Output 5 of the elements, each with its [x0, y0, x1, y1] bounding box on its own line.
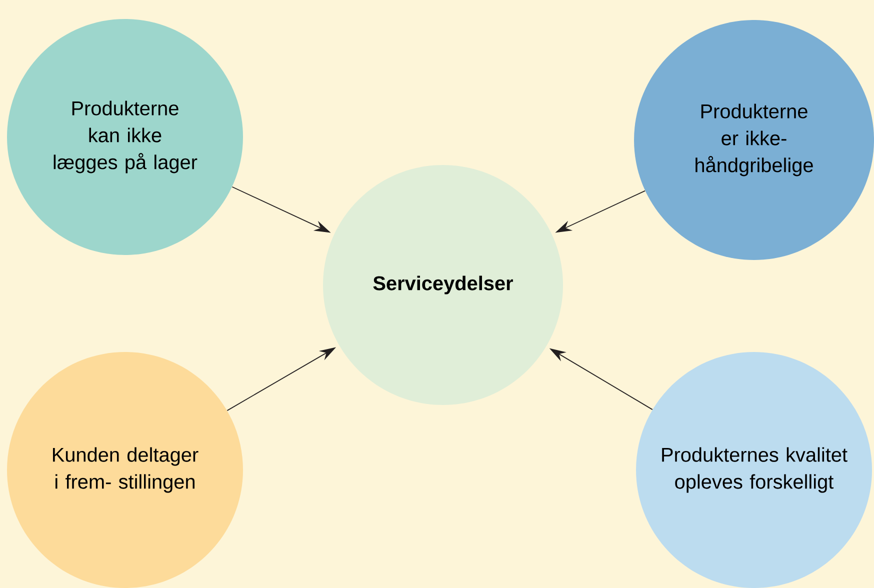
circle-node: Produkternes kvalitet opleves forskelligt [636, 352, 872, 588]
circle-node: Produkterne kan ikke lægges på lager [7, 19, 243, 255]
circle-node: Serviceydelser [323, 165, 563, 405]
circle-node: Kunden deltager i frem- stillingen [7, 352, 243, 588]
circle-node: Produkterne er ikke- håndgribelige [634, 20, 874, 260]
